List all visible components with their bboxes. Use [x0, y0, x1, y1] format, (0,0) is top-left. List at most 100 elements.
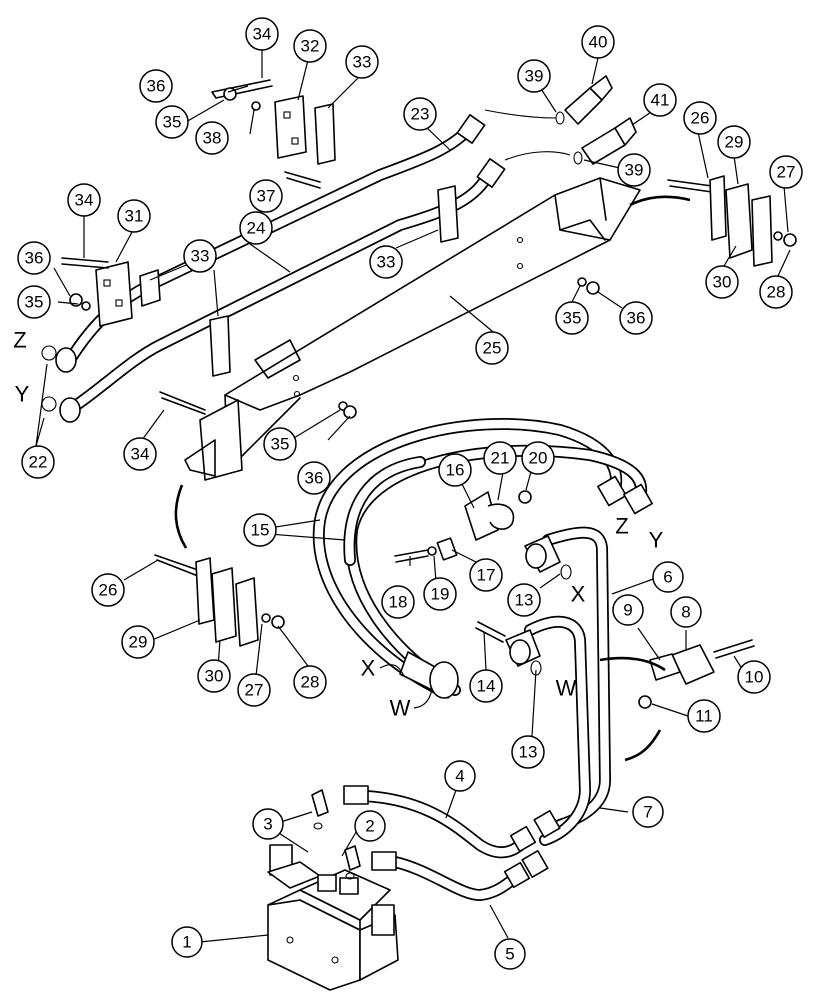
- bolts-and-nuts: [61, 79, 600, 419]
- letter-z-right: Z: [615, 514, 628, 539]
- callout-c4: 4: [444, 760, 476, 792]
- callout-label: 33: [353, 53, 372, 72]
- callout-c31: 31: [117, 199, 151, 233]
- callout-label: 29: [725, 133, 744, 152]
- callout-label: 26: [691, 109, 710, 128]
- boom-arm: [184, 177, 641, 481]
- callout-c25: 25: [475, 331, 509, 365]
- callout-label: 19: [431, 585, 450, 604]
- callout-c32: 32: [293, 29, 327, 63]
- callout-label: 16: [446, 461, 465, 480]
- letter-w-left: W: [390, 696, 411, 721]
- callout-c15: 15: [243, 513, 277, 547]
- callout-label: 13: [515, 591, 534, 610]
- callout-label: 9: [623, 601, 632, 620]
- callout-label: 17: [477, 566, 496, 585]
- callout-c36d: 36: [297, 461, 331, 495]
- callout-c24: 24: [239, 211, 273, 245]
- callout-label: 36: [627, 309, 646, 328]
- callout-label: 30: [205, 667, 224, 686]
- callout-c7: 7: [632, 796, 664, 828]
- quick-couplers: [484, 75, 637, 165]
- callout-c29a: 29: [717, 125, 751, 159]
- callout-label: 5: [505, 945, 514, 964]
- callout-c17: 17: [469, 558, 503, 592]
- callout-c35a: 35: [155, 105, 189, 139]
- letter-leaders: [379, 664, 433, 709]
- callout-label: 21: [491, 449, 510, 468]
- callout-label: 39: [625, 161, 644, 180]
- callout-c19: 19: [423, 577, 457, 611]
- callout-c39a: 39: [517, 59, 551, 93]
- letter-x-top: X: [571, 582, 586, 607]
- callout-label: 26: [99, 581, 118, 600]
- hose-clamp-center: [394, 490, 532, 563]
- callout-c16: 16: [438, 453, 472, 487]
- callout-c29b: 29: [121, 625, 155, 659]
- callout-label: 13: [519, 743, 538, 762]
- callout-c34a: 34: [245, 17, 279, 51]
- letter-w-right: W: [556, 676, 577, 701]
- letter-x-left: X: [361, 656, 376, 681]
- callout-c23: 23: [403, 97, 437, 131]
- callout-c33c: 33: [369, 245, 403, 279]
- callout-c30b: 30: [197, 659, 231, 693]
- callout-c8: 8: [670, 596, 702, 628]
- callout-label: 35: [25, 293, 44, 312]
- callout-c26b: 26: [91, 573, 125, 607]
- callout-label: 27: [245, 681, 264, 700]
- callout-c6: 6: [652, 561, 684, 593]
- callout-label: 34: [253, 25, 272, 44]
- callout-label: 18: [389, 593, 408, 612]
- leader-lines: [35, 50, 791, 943]
- callout-label: 8: [681, 603, 690, 622]
- callout-c36a: 36: [139, 69, 173, 103]
- callout-label: 28: [767, 283, 786, 302]
- callout-label: 4: [455, 767, 464, 786]
- tube-clamp-block: [599, 639, 755, 762]
- callout-c33a: 33: [345, 45, 379, 79]
- callout-label: 36: [25, 249, 44, 268]
- callout-c28b: 28: [293, 665, 327, 699]
- callout-c39b: 39: [617, 153, 651, 187]
- callout-c27a: 27: [769, 155, 803, 189]
- callout-label: 25: [483, 339, 502, 358]
- callout-c34b: 34: [67, 183, 101, 217]
- callout-label: 41: [651, 91, 670, 110]
- control-valve: [267, 789, 399, 991]
- callout-label: 14: [477, 677, 496, 696]
- callout-label: 33: [377, 253, 396, 272]
- callout-c22: 22: [21, 445, 55, 479]
- letter-y-right: Y: [649, 528, 664, 553]
- callout-label: 27: [777, 163, 796, 182]
- callout-c30a: 30: [705, 265, 739, 299]
- callout-c18: 18: [381, 585, 415, 619]
- callout-label: 30: [713, 273, 732, 292]
- callout-label: 40: [589, 33, 608, 52]
- callout-c26a: 26: [683, 101, 717, 135]
- letter-z-left: Z: [13, 328, 26, 353]
- callout-label: 32: [301, 37, 320, 56]
- callout-c20: 20: [521, 441, 555, 475]
- callout-label: 38: [203, 129, 222, 148]
- callout-label: 10: [745, 668, 764, 687]
- callout-c11: 11: [687, 699, 721, 733]
- callout-label: 7: [643, 803, 652, 822]
- callout-c1: 1: [171, 926, 203, 958]
- callout-label: 36: [305, 469, 324, 488]
- callout-c10: 10: [737, 660, 771, 694]
- callout-label: 23: [411, 105, 430, 124]
- hose-loops: [312, 418, 653, 699]
- callout-label: 31: [125, 207, 144, 226]
- callout-label: 35: [563, 309, 582, 328]
- callout-c3: 3: [252, 808, 284, 840]
- callout-c40: 40: [581, 25, 615, 59]
- callout-label: 6: [663, 568, 672, 587]
- callout-c35c: 35: [555, 301, 589, 335]
- callout-c9: 9: [612, 594, 644, 626]
- callout-label: 35: [271, 435, 290, 454]
- callout-c13a: 13: [507, 583, 541, 617]
- callout-c14: 14: [469, 669, 503, 703]
